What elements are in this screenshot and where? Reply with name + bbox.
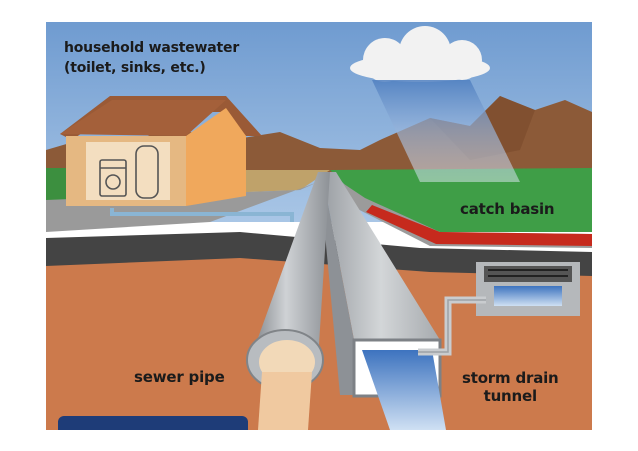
household-label-line2: (toilet, sinks, etc.) (64, 60, 206, 76)
storm-water-outflow (362, 350, 446, 430)
house (60, 96, 262, 206)
storm-label-line2: tunnel (483, 387, 538, 405)
washing-machine-icon (99, 159, 127, 197)
sewer-pipe-label: sewer pipe (134, 368, 225, 386)
cloud (350, 26, 490, 82)
household-label-line1: household wastewater (64, 40, 240, 56)
storm-label-line1: storm drain (462, 369, 559, 387)
red-curb (366, 205, 592, 246)
grass-field (330, 168, 592, 232)
household-wastewater-label: household wastewater (toilet, sinks, etc… (64, 38, 239, 78)
water-heater-icon (135, 145, 159, 199)
catch-basin (476, 262, 580, 316)
road-left (46, 182, 318, 232)
sewage-outflow (258, 372, 312, 430)
rain-shaft (372, 80, 520, 182)
storm-drain-tunnel-label: storm drain tunnel (462, 369, 559, 405)
household-drain-pipe (110, 208, 294, 222)
catch-basin-label: catch basin (460, 200, 555, 218)
sewer-pipe (250, 172, 330, 360)
